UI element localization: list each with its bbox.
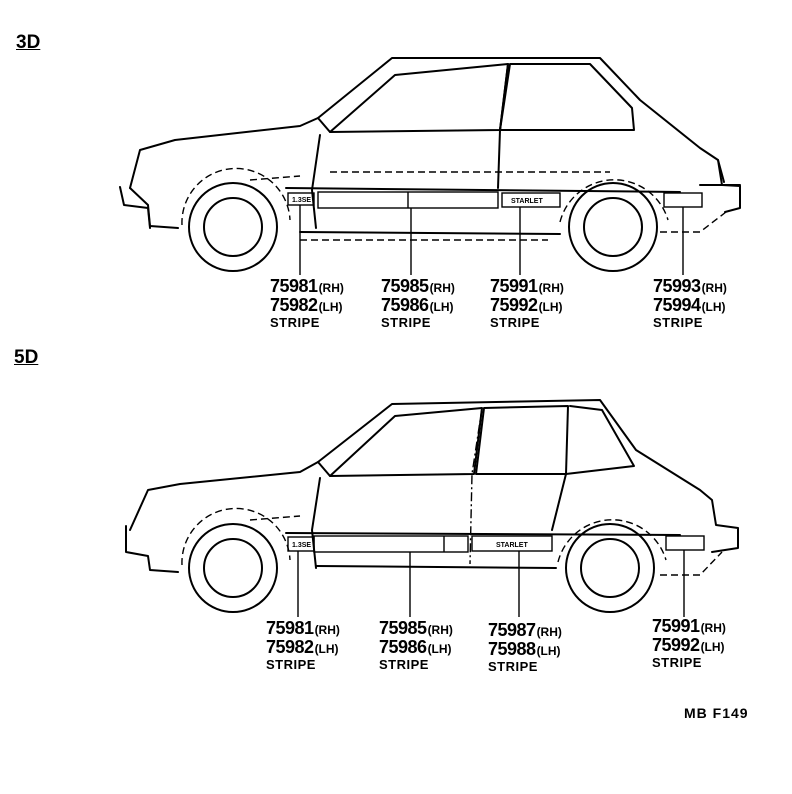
part-number-lh: 75986	[379, 637, 427, 657]
stripe-text-rear: STARLET	[496, 542, 528, 549]
part-number-lh: 75994	[653, 295, 701, 315]
part-name: STRIPE	[490, 315, 540, 330]
callout-5d-1: 75981(RH) 75982(LH) STRIPE	[266, 619, 340, 671]
part-name: STRIPE	[266, 657, 316, 672]
car-5d: 1.3SE STARLET	[125, 399, 739, 617]
stripe-text-front: 1.3SE	[292, 197, 311, 204]
part-number-lh: 75992	[652, 635, 700, 655]
part-name: STRIPE	[381, 315, 431, 330]
section-title-5d: 5D	[14, 347, 39, 368]
side-lh: (LH)	[427, 642, 452, 656]
car-3d: 1.3SE STARLET	[119, 57, 741, 275]
part-number-lh: 75982	[270, 295, 318, 315]
part-number-rh: 75981	[266, 618, 314, 638]
part-number-rh: 75991	[652, 616, 700, 636]
part-name: STRIPE	[379, 657, 429, 672]
callout-5d-4: 75991(RH) 75992(LH) STRIPE	[652, 617, 726, 669]
side-rh: (RH)	[701, 281, 727, 295]
callout-3d-2: 75985(RH) 75986(LH) STRIPE	[381, 277, 455, 329]
side-rh: (RH)	[538, 281, 564, 295]
side-lh: (LH)	[536, 644, 561, 658]
part-name: STRIPE	[653, 315, 703, 330]
part-name: STRIPE	[652, 655, 702, 670]
side-rh: (RH)	[700, 621, 726, 635]
side-rh: (RH)	[427, 623, 453, 637]
figure-code: MB F149	[684, 705, 749, 721]
callout-5d-3: 75987(RH) 75988(LH) STRIPE	[488, 621, 562, 673]
side-rh: (RH)	[536, 625, 562, 639]
part-number-rh: 75981	[270, 276, 318, 296]
side-rh: (RH)	[318, 281, 344, 295]
part-number-lh: 75986	[381, 295, 429, 315]
callout-3d-3: 75991(RH) 75992(LH) STRIPE	[490, 277, 564, 329]
side-lh: (LH)	[429, 300, 454, 314]
side-lh: (LH)	[314, 642, 339, 656]
side-lh: (LH)	[700, 640, 725, 654]
side-lh: (LH)	[318, 300, 343, 314]
callout-3d-4: 75993(RH) 75994(LH) STRIPE	[653, 277, 727, 329]
part-number-rh: 75991	[490, 276, 538, 296]
part-number-lh: 75988	[488, 639, 536, 659]
part-number-rh: 75985	[381, 276, 429, 296]
part-number-rh: 75993	[653, 276, 701, 296]
part-number-lh: 75982	[266, 637, 314, 657]
part-number-rh: 75987	[488, 620, 536, 640]
side-rh: (RH)	[429, 281, 455, 295]
side-lh: (LH)	[538, 300, 563, 314]
side-rh: (RH)	[314, 623, 340, 637]
callout-5d-2: 75985(RH) 75986(LH) STRIPE	[379, 619, 453, 671]
section-title-3d: 3D	[16, 32, 41, 53]
stripe-text-front: 1.3SE	[292, 542, 311, 549]
part-number-lh: 75992	[490, 295, 538, 315]
callout-3d-1: 75981(RH) 75982(LH) STRIPE	[270, 277, 344, 329]
part-name: STRIPE	[270, 315, 320, 330]
side-lh: (LH)	[701, 300, 726, 314]
part-name: STRIPE	[488, 659, 538, 674]
part-number-rh: 75985	[379, 618, 427, 638]
stripe-text-rear: STARLET	[511, 198, 543, 205]
